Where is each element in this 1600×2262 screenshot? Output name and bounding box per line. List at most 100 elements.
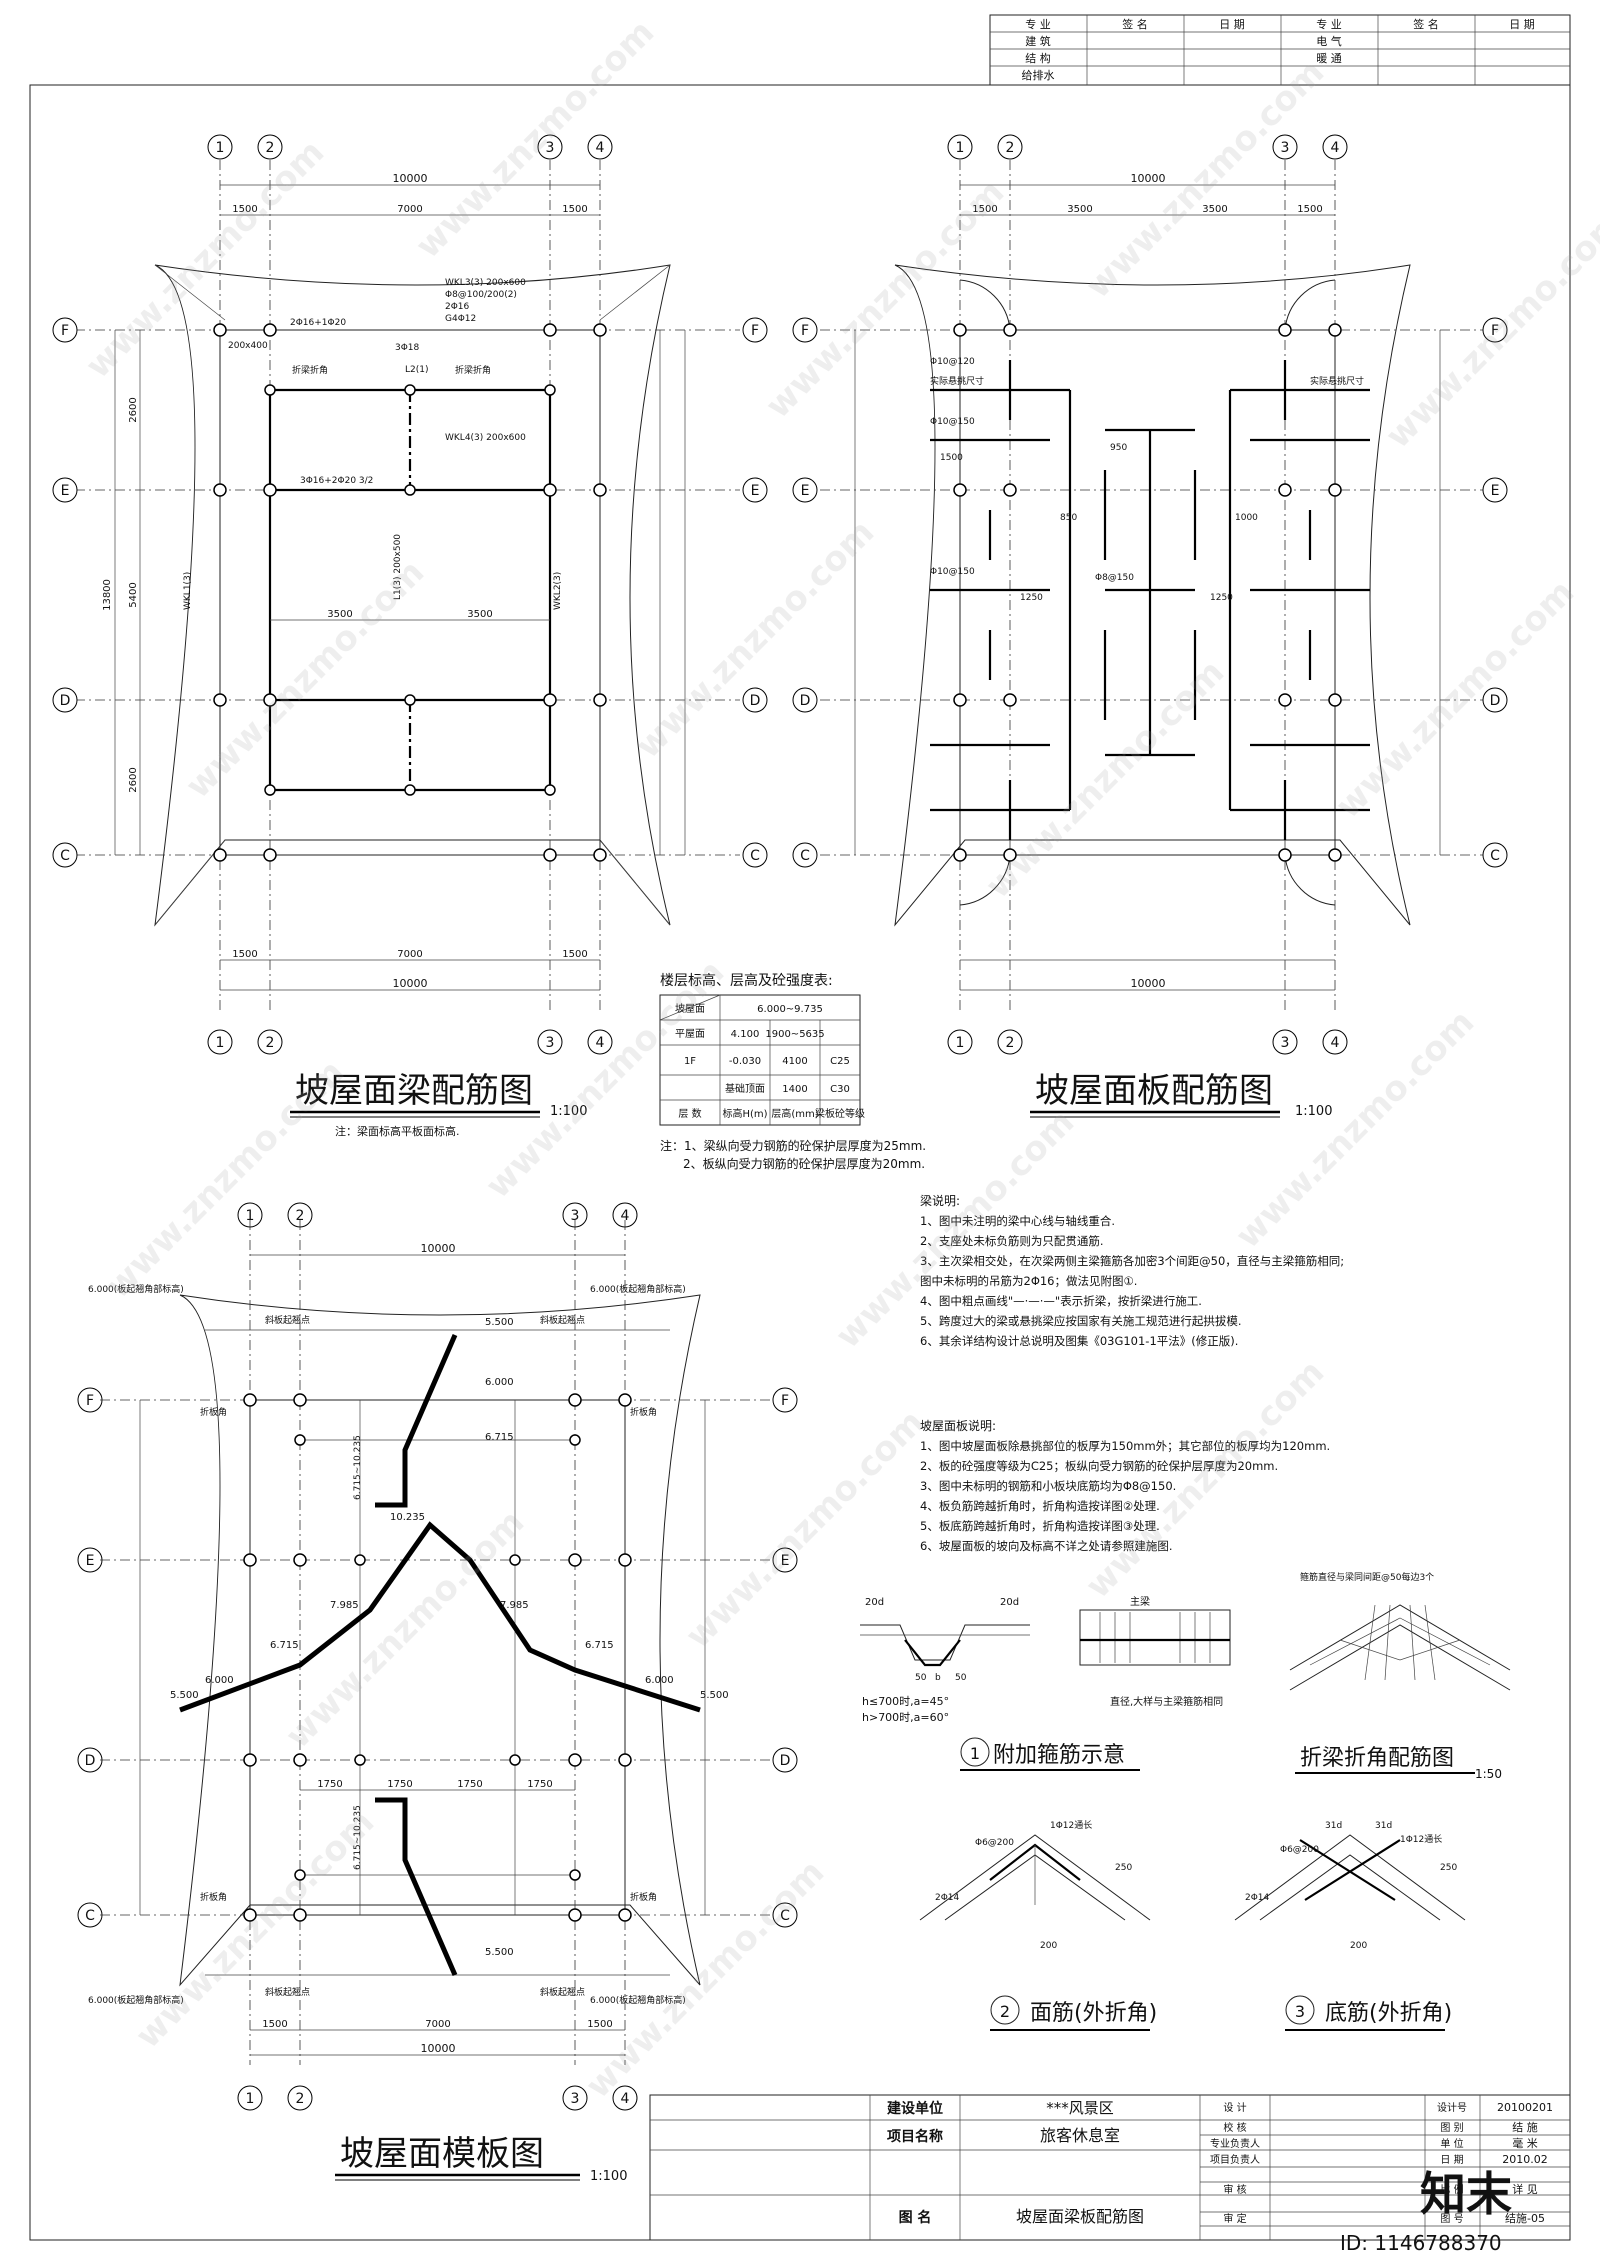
column	[213, 848, 227, 862]
slab-label-8: 950	[1110, 443, 1127, 453]
d2-label-3: 2Φ14	[935, 1893, 960, 1903]
beam-label-wkl1: WKL1(3)	[183, 572, 193, 610]
column	[1328, 693, 1342, 707]
axis-bubble	[237, 2085, 263, 2111]
column	[263, 483, 277, 497]
axis-bubble	[1482, 477, 1508, 503]
axis-label-col: 3	[546, 1035, 555, 1051]
beam-notes-title: 梁说明:	[920, 1193, 960, 1208]
beam-note-item: 5、跨度过大的梁或悬挑梁应按国家有关施工规范进行起拱拔模.	[920, 1314, 1241, 1328]
slab-note-item: 5、板底筋跨越折角时，折角构造按详图③处理.	[920, 1519, 1160, 1533]
axis-label-row: F	[801, 323, 809, 339]
form-label-lift-br: 斜板起翘点	[540, 1986, 585, 1998]
axis-label-row: F	[781, 1393, 789, 1409]
column	[1278, 848, 1292, 862]
axis-label-col: 2	[266, 1035, 275, 1051]
form-elev-6715l: 6.715	[270, 1640, 299, 1651]
tb-design-no-label: 设计号	[1437, 2101, 1467, 2114]
form-elev-range: 6.715~10.235	[353, 1435, 363, 1500]
column	[543, 848, 557, 862]
slab-label-6: 实际悬挑尺寸	[1310, 375, 1364, 387]
slab-note-item: 4、板负筋跨越折角时，折角构造按详图②处理.	[920, 1499, 1160, 1513]
column	[1328, 848, 1342, 862]
slab-dim-3: 3500	[1202, 204, 1227, 215]
axis-label-row: D	[780, 1753, 791, 1769]
form-elev-7985l: 7.985	[330, 1600, 359, 1611]
d2-label-4: 250	[1115, 1863, 1132, 1873]
axis-bubble	[207, 1029, 233, 1055]
tb-sheet-label: 图 号	[1440, 2213, 1463, 2225]
signoff-table: 专 业签 名日 期专 业签 名日 期建 筑电 气结 构暖 通给排水	[989, 14, 1571, 86]
column	[593, 483, 607, 497]
tb-role: 项目负责人	[1210, 2153, 1260, 2166]
slab-label-3: Φ10@150	[930, 567, 975, 577]
beam-note-item: 3、主次梁相交处，在次梁两侧主梁箍筋各加密3个间距@50，直径与主梁箍筋相同;	[920, 1254, 1344, 1268]
axis-bubble	[997, 1029, 1023, 1055]
form-elev-5500b: 5.500	[485, 1947, 514, 1958]
axis-bubble	[742, 687, 768, 713]
column	[953, 323, 967, 337]
column	[293, 1908, 307, 1922]
column	[543, 693, 557, 707]
level-table-cell: -0.030	[729, 1056, 761, 1067]
column	[953, 483, 967, 497]
column	[404, 484, 416, 496]
axis-label-col: 3	[571, 1208, 580, 1224]
tb-role: 设 计	[1223, 2101, 1246, 2114]
tb-role: 专业负责人	[1210, 2137, 1260, 2150]
form-plan-title: 坡屋面模板图	[340, 2134, 544, 2174]
d1-note-1: h≤700时,a=45°	[862, 1695, 949, 1708]
beam-dim-3: 1500	[562, 204, 587, 215]
tb-sheet: 结施-05	[1505, 2212, 1545, 2225]
signoff-header: 签 名	[1413, 17, 1439, 31]
beam-label-200x400: 200x400	[228, 341, 268, 351]
form-label-lift: 斜板起翘点	[265, 1314, 310, 1326]
d3-label-31d-b: 31d	[1375, 1821, 1392, 1831]
beam-dim-2: 7000	[397, 204, 422, 215]
axis-label-col: 1	[216, 140, 225, 156]
d2-label-5: 200	[1040, 1941, 1057, 1951]
axis-label-col: 3	[1281, 1035, 1290, 1051]
detail-fold: 箍筋直径与梁同间距@50每边3个 折梁折角配筋图 1:50	[1289, 1571, 1511, 1781]
axis-bubble	[52, 477, 78, 503]
axis-bubble	[772, 1387, 798, 1413]
signoff-header: 签 名	[1122, 17, 1148, 31]
axis-bubble	[52, 317, 78, 343]
column	[1328, 483, 1342, 497]
column	[293, 1393, 307, 1407]
axis-bubble	[1482, 842, 1508, 868]
column	[293, 1553, 307, 1567]
form-label-lift-r: 斜板起翘点	[540, 1314, 585, 1326]
column	[213, 323, 227, 337]
column	[618, 1753, 632, 1767]
column	[543, 483, 557, 497]
form-label-fold-bl: 折板角	[200, 1891, 227, 1903]
form-elev-corner-bl: 6.000(板起翘角部标高)	[88, 1994, 184, 2006]
level-table-cell: 层高(mm)	[771, 1107, 818, 1120]
slab-label-9: 1250	[1020, 593, 1043, 603]
form-elev-6715r: 6.715	[585, 1640, 614, 1651]
axis-label-col: 2	[1006, 140, 1015, 156]
axis-label-col: 1	[246, 2091, 255, 2107]
beam-plan-scale: 1:100	[550, 1104, 587, 1119]
column	[213, 483, 227, 497]
watermark-id: ID: 1146788370	[1340, 2231, 1502, 2255]
watermark-text: www.znzmo.com	[1328, 572, 1582, 826]
axis-label-col: 3	[1281, 140, 1290, 156]
watermark-text: www.znzmo.com	[1078, 52, 1332, 306]
watermark-text: www.znzmo.com	[758, 172, 1012, 426]
axis-label-col: 3	[546, 140, 555, 156]
tb-date-label: 日 期	[1440, 2154, 1463, 2166]
column	[509, 1754, 521, 1766]
column	[243, 1393, 257, 1407]
beam-label-g4: G4Φ12	[445, 314, 476, 324]
axis-label-col: 2	[296, 2091, 305, 2107]
watermark-text: www.znzmo.com	[678, 1402, 932, 1656]
detail-3: 31d 31d 1Φ12通长 Φ6@200 2Φ14 250 200 3 底筋(…	[1234, 1821, 1466, 2031]
column	[569, 1869, 581, 1881]
axis-label-col: 1	[956, 140, 965, 156]
axis-bubble	[742, 317, 768, 343]
beam-note-item: 图中未标明的吊筋为2Φ16；做法见附图①.	[920, 1274, 1137, 1288]
form-label-fold: 折板角	[200, 1406, 227, 1418]
column	[264, 784, 276, 796]
